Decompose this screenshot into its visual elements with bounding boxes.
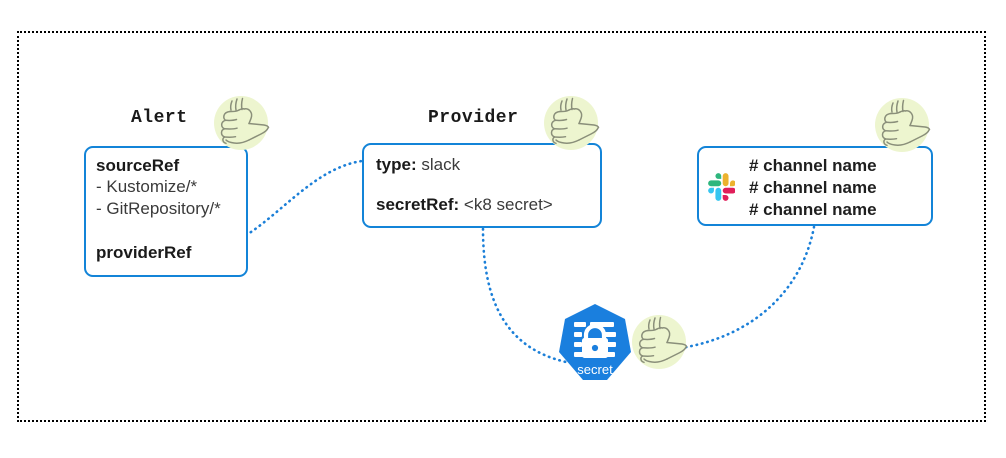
slack-channel-1: # channel name [749,178,877,197]
alert-sourceref-key: sourceRef [96,156,180,175]
provider-title: Provider [428,108,519,128]
provider-card[interactable]: type: slack secretRef: <k8 secret> [362,143,602,228]
slack-channels-card[interactable]: # channel name # channel name # channel … [697,146,933,226]
provider-field-type: type: slack [376,155,461,174]
slack-thumbs-up-icon [869,90,939,160]
secret-thumbs-up-icon [626,307,696,377]
secret-label-text: secret [577,362,613,377]
alert-sourceref-item-0: - Kustomize/* [96,177,198,196]
kubernetes-secret-glyph: secret [559,304,631,380]
alert-sourceref-item-1: - GitRepository/* [96,199,221,218]
slack-logo-glyph [708,173,736,201]
slack-channel-2: # channel name [749,200,877,219]
slack-logo-icon [707,173,736,201]
provider-thumbs-up-icon [538,88,608,158]
alert-card[interactable]: sourceRef - Kustomize/* - GitRepository/… [84,146,248,277]
thumbs-up-glyph [550,97,600,145]
alert-thumbs-up-icon [208,88,278,158]
lock-glyph [582,323,608,358]
thumbs-up-glyph [638,316,688,364]
alert-providerref-key: providerRef [96,243,192,262]
thumbs-up-glyph [220,97,270,145]
alert-title: Alert [131,108,188,128]
thumbs-up-glyph [881,99,931,147]
slack-channel-0: # channel name [749,156,877,175]
provider-field-secretref: secretRef: <k8 secret> [376,195,553,214]
kubernetes-secret-icon[interactable]: secret [557,302,633,386]
